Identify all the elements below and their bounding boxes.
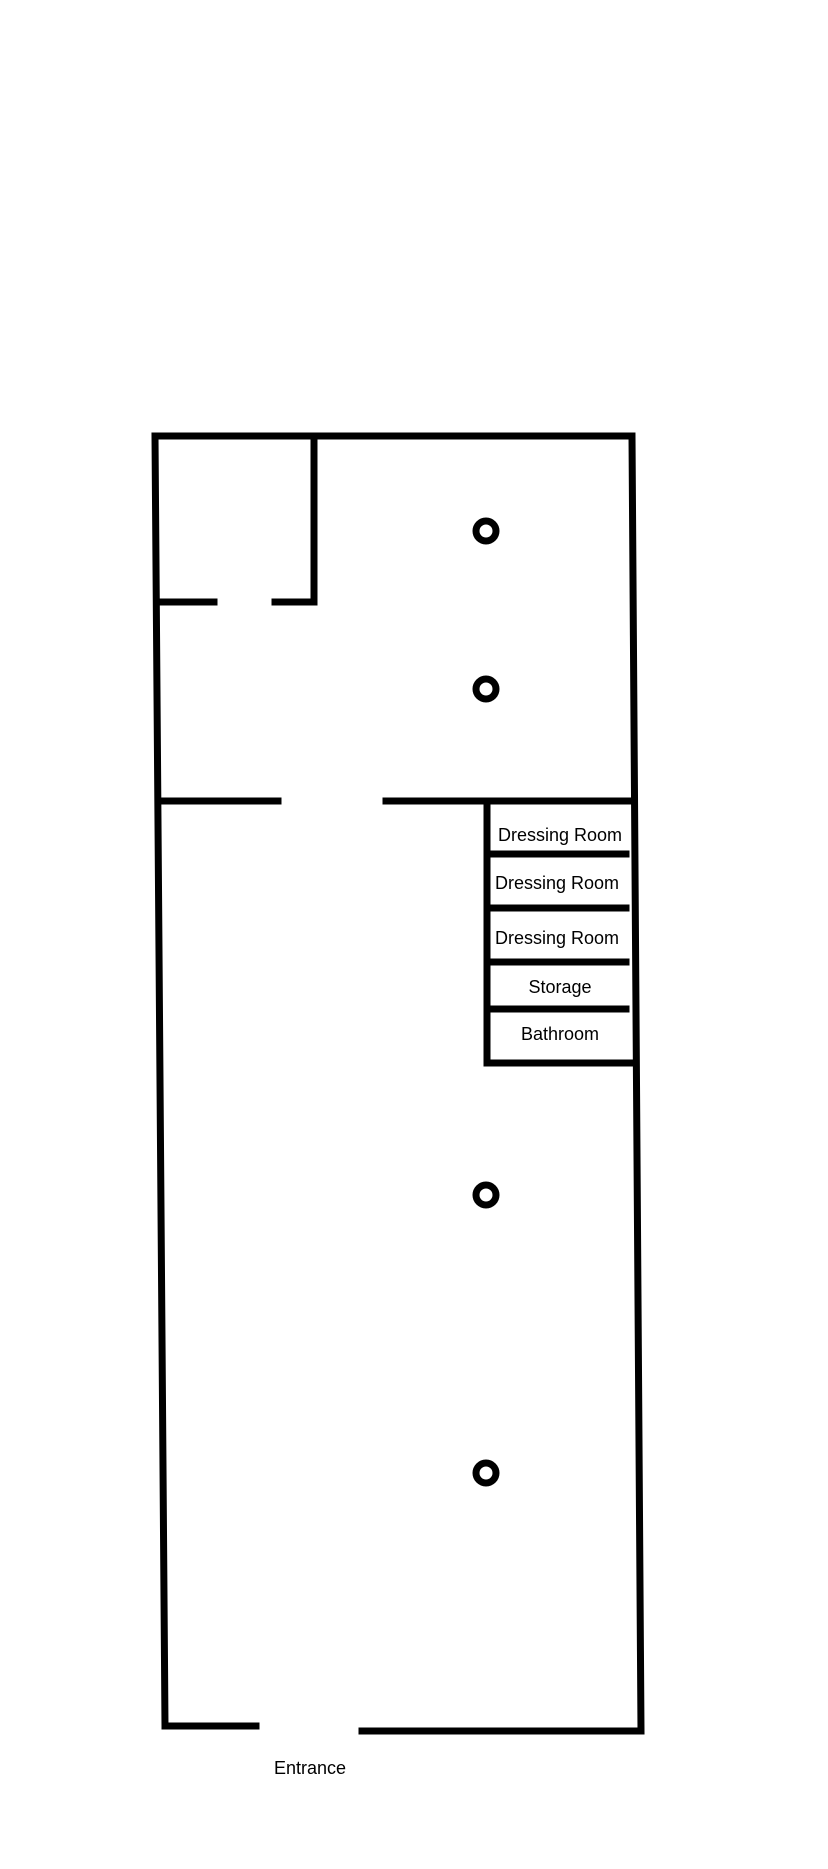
- room-label-dressing-room-2: Dressing Room: [495, 873, 619, 893]
- dressing-block-wall: [483, 803, 638, 1067]
- outer-wall-left-top-right: [151, 432, 645, 1735]
- column-icon: [472, 517, 500, 545]
- column-icon: [472, 1181, 500, 1209]
- room-label-dressing-room-3: Dressing Room: [495, 928, 619, 948]
- entrance-label: Entrance: [274, 1758, 346, 1778]
- room-label-dressing-room-1: Dressing Room: [498, 825, 622, 845]
- column-icon: [472, 1459, 500, 1487]
- column-icon: [472, 675, 500, 703]
- room-label-bathroom: Bathroom: [521, 1024, 599, 1044]
- room-label-storage: Storage: [528, 977, 591, 997]
